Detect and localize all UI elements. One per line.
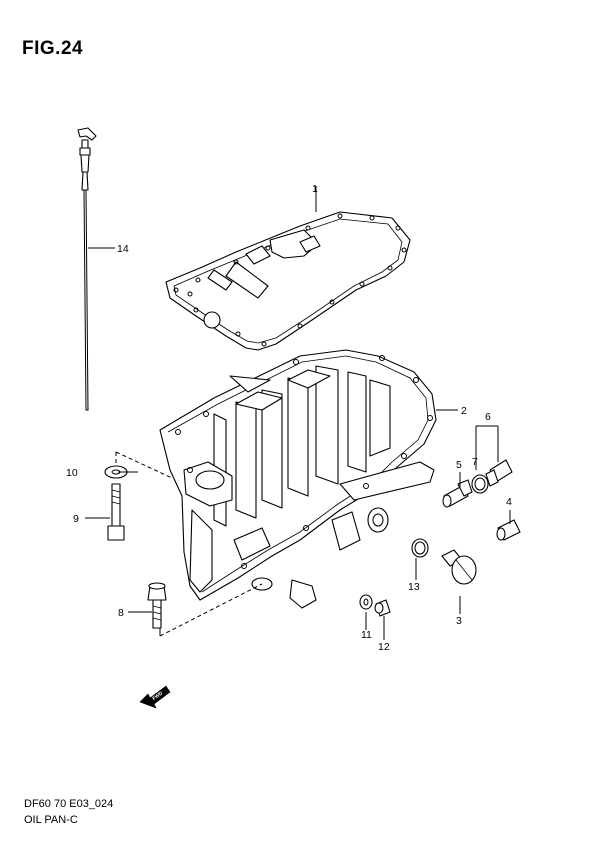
callout-9: 9	[73, 513, 79, 525]
figure-code: DF60 70 E03_024	[24, 798, 114, 810]
sensor-part-6[interactable]	[485, 459, 513, 487]
callout-5: 5	[456, 459, 462, 471]
bolt-part-12[interactable]	[374, 599, 391, 617]
callout-8: 8	[118, 607, 124, 619]
callout-14: 14	[117, 243, 129, 255]
callout-11: 11	[361, 629, 372, 641]
drain-plug-part-3[interactable]	[441, 549, 477, 585]
leader-lines	[85, 186, 511, 640]
plug-part-4[interactable]	[496, 519, 521, 541]
fwd-arrow-icon: FWD	[139, 685, 171, 709]
callout-1: 1	[312, 183, 318, 195]
callout-7: 7	[472, 456, 478, 468]
callout-numbers: 1 2 3 4 5 6 7 8 9 10 11 12 13 14	[66, 183, 512, 653]
callout-2: 2	[461, 405, 467, 417]
plug-part-5[interactable]	[442, 479, 473, 508]
figure-title: FIG.24	[22, 38, 84, 59]
callout-13: 13	[408, 581, 420, 593]
gasket-part[interactable]	[165, 211, 411, 351]
fwd-label: FWD	[151, 690, 164, 702]
oil-pan-part[interactable]	[159, 349, 437, 609]
bolt-part-8[interactable]	[147, 582, 167, 629]
figure-name: OIL PAN-C	[24, 814, 78, 826]
callout-3: 3	[456, 615, 462, 627]
bolt-part-9[interactable]	[107, 483, 125, 541]
o-ring-part-13[interactable]	[411, 538, 429, 558]
callout-10: 10	[66, 467, 78, 479]
callout-6: 6	[485, 411, 491, 423]
o-ring-part-7[interactable]	[471, 474, 489, 494]
callout-12: 12	[378, 641, 390, 653]
dipstick-part[interactable]	[77, 127, 97, 411]
washer-part-11[interactable]	[359, 594, 373, 610]
washer-part-10[interactable]	[104, 465, 128, 479]
callout-4: 4	[506, 496, 512, 508]
